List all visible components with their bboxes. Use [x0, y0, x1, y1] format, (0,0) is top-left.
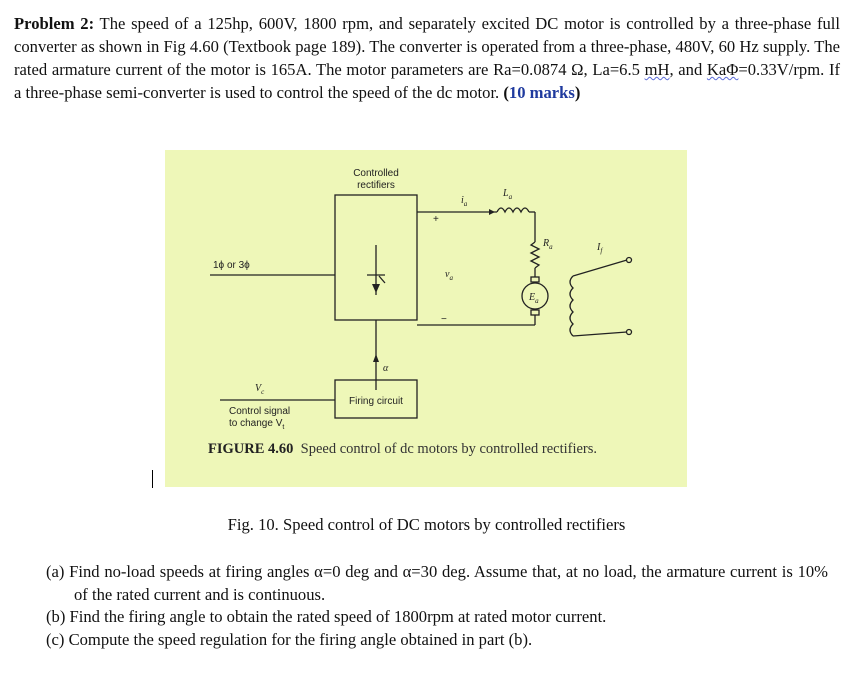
circuit-diagram: Controlled rectifiers 1ϕ or 3ϕ ia La Ra …: [210, 168, 633, 431]
question-a: (a) Find no-load speeds at firing angles…: [46, 562, 828, 604]
figure-image: Controlled rectifiers 1ϕ or 3ϕ ia La Ra …: [165, 150, 687, 487]
armature-ea: [521, 282, 549, 310]
resistor-ra: [529, 241, 541, 269]
problem-statement: Problem 2: The speed of a 125hp, 600V, 1…: [14, 12, 840, 104]
label-supply: 1ϕ or 3ϕ: [213, 260, 250, 271]
firing-circuit-box: [334, 379, 418, 419]
figure-title: Fig. 10. Speed control of DC motors by c…: [227, 515, 626, 534]
label-firing-circuit: Firing circuit: [349, 396, 403, 407]
label-plus: +: [433, 214, 439, 225]
label-to-change: to change Vt: [229, 418, 284, 431]
label-alpha: α: [383, 363, 389, 374]
question-c: (c) Compute the speed regulation for the…: [46, 629, 533, 649]
label-ra: Ra: [542, 238, 553, 251]
label-la: La: [502, 188, 513, 201]
label-ia: ia: [461, 195, 468, 208]
label-ea: Ea: [528, 292, 539, 305]
label-if: If: [596, 242, 603, 255]
question-list: (a) Find no-load speeds at firing angles…: [46, 561, 828, 651]
label-minus: −: [441, 314, 447, 325]
marks-value: 10 marks: [508, 83, 575, 102]
marks-paren-close: ): [574, 83, 581, 102]
label-controlled: Controlled: [353, 168, 399, 179]
label-va: va: [445, 269, 453, 282]
thyristor-gate: [378, 275, 386, 284]
label-control-signal: Control signal: [229, 406, 290, 417]
caption-number: FIGURE 4.60: [208, 441, 294, 457]
inductor-la: [496, 207, 530, 214]
figure-caption: FIGURE 4.60 Speed control of dc motors b…: [208, 440, 648, 459]
problem-title: Problem 2:: [14, 14, 95, 33]
problem-text-2: =0.33V/rpm. If a three-phase semi-conver…: [14, 60, 840, 102]
label-rectifiers: rectifiers: [357, 180, 395, 191]
text-cursor: [152, 470, 153, 488]
spell-flag-mh: mH: [644, 60, 670, 79]
field-winding: [569, 275, 574, 337]
field-wire-top: [572, 259, 628, 277]
label-vc: Vc: [255, 383, 265, 396]
problem-text-mid: , and: [669, 60, 707, 79]
question-b: (b) Find the firing angle to obtain the …: [46, 607, 607, 626]
problem-text-1: The speed of a 125hp, 600V, 1800 rpm, an…: [14, 14, 841, 79]
marks-paren-open: (: [503, 83, 509, 102]
caption-text: Speed control of dc motors by controlled…: [300, 441, 598, 457]
spell-flag-kaphi: KaΦ: [706, 60, 739, 79]
